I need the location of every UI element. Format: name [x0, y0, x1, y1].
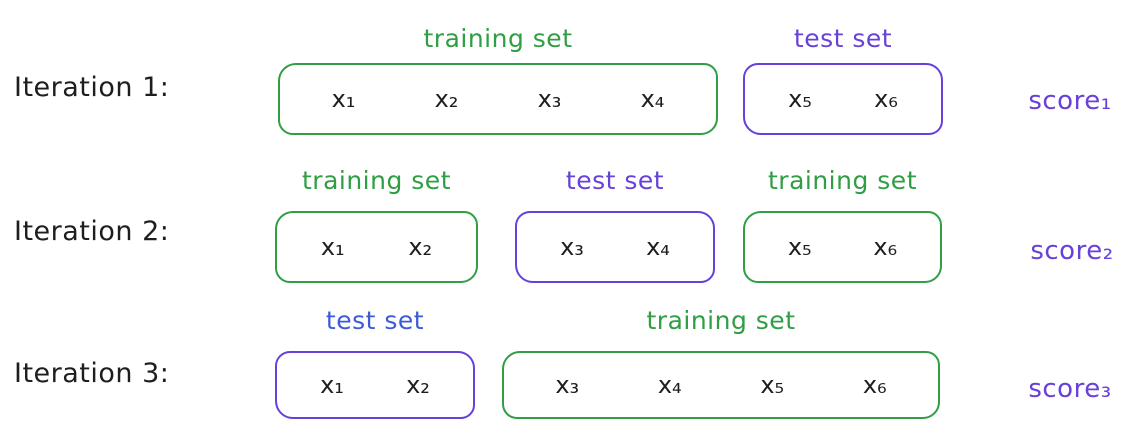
sample-x4: x₄: [640, 85, 665, 113]
row1-test-set-label: test set: [793, 24, 893, 53]
row1-training-set-label: training set: [423, 24, 573, 53]
sample-x3: x₃: [560, 233, 584, 261]
iteration-1-label: Iteration 1:: [14, 72, 170, 103]
iteration-2-label: Iteration 2:: [14, 216, 170, 247]
row2-training-set-label-1: training set: [301, 166, 451, 195]
sample-x5: x₅: [787, 233, 812, 261]
sample-x2: x₂: [434, 85, 459, 113]
row1-test-box: x₅ x₆: [743, 63, 943, 135]
row2-training-box-2: x₅ x₆: [743, 211, 942, 283]
row3-training-set-label: training set: [646, 306, 796, 335]
row2-test-set-label: test set: [565, 166, 665, 195]
sample-x1: x₁: [331, 85, 356, 113]
score-2-label: score₂: [1030, 236, 1114, 266]
row3-training-box: x₃ x₄ x₅ x₆: [502, 351, 940, 419]
row2-test-box: x₃ x₄: [515, 211, 715, 283]
sample-x1: x₁: [320, 233, 345, 261]
iteration-3-label: Iteration 3:: [14, 358, 170, 389]
sample-x3: x₃: [537, 85, 562, 113]
sample-x2: x₂: [408, 233, 433, 261]
sample-x6: x₆: [874, 85, 898, 113]
row2-training-set-label-2: training set: [767, 166, 917, 195]
score-3-label: score₃: [1028, 374, 1112, 404]
sample-x2: x₂: [406, 371, 430, 399]
sample-x4: x₄: [657, 371, 682, 399]
sample-x6: x₆: [862, 371, 887, 399]
sample-x6: x₆: [873, 233, 898, 261]
row1-training-box: x₁ x₂ x₃ x₄: [278, 63, 718, 135]
sample-x5: x₅: [788, 85, 812, 113]
row2-training-box-1: x₁ x₂: [275, 211, 478, 283]
sample-x4: x₄: [646, 233, 670, 261]
row3-test-set-label: test set: [325, 306, 425, 335]
sample-x1: x₁: [320, 371, 344, 399]
sample-x3: x₃: [555, 371, 580, 399]
score-1-label: score₁: [1028, 86, 1112, 116]
row3-test-box: x₁ x₂: [275, 351, 475, 419]
sample-x5: x₅: [760, 371, 785, 399]
